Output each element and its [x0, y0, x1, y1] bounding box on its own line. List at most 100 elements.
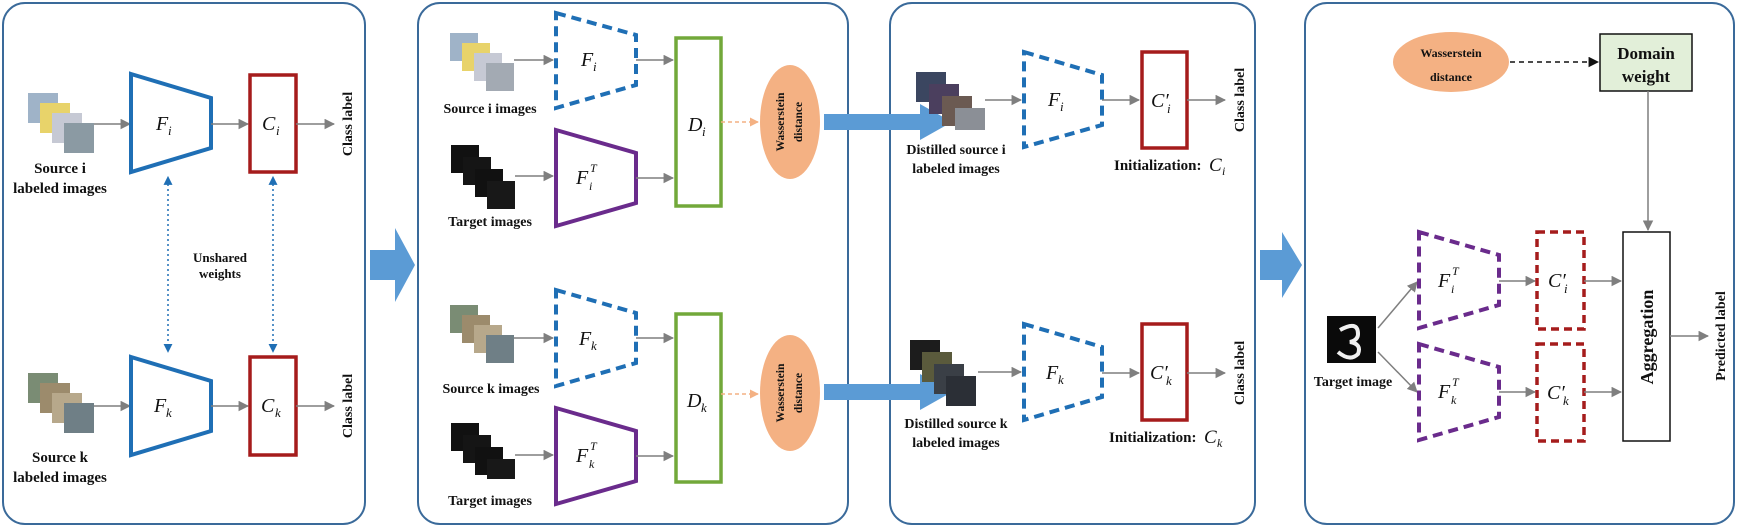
discriminator-dk — [674, 312, 723, 484]
p2-target-stack-bottom — [451, 423, 515, 479]
p2-fti-sup: T — [590, 161, 598, 175]
unshared-label-line2: weights — [199, 266, 241, 281]
p4-arrow-tgt-ftk — [1377, 351, 1418, 393]
fk-label: F — [153, 395, 167, 417]
p2-ftk-label: F — [575, 445, 589, 467]
source-i-label-line1: Source i — [34, 161, 86, 177]
ck-label: C — [261, 395, 275, 417]
p2-fti-label: F — [575, 167, 589, 189]
p4-target-image-label: Target image — [1314, 375, 1392, 390]
big-arrow-2-top — [824, 104, 952, 140]
p4-ftk-label: F — [1437, 381, 1451, 403]
p4-cpk-sub: k — [1563, 393, 1569, 408]
panel-2 — [417, 2, 849, 525]
p4-ftk-sub: k — [1451, 393, 1457, 407]
feature-extractor-fi — [129, 71, 213, 175]
p3-class-label-i: Class label — [1233, 68, 1248, 132]
ck-sub: k — [275, 405, 281, 420]
p4-wasserstein-line2: distance — [1430, 70, 1473, 84]
p3-fi-label: F — [1047, 89, 1061, 111]
p2-target-images-top: Target images — [448, 215, 532, 230]
p4-target-feature-fti — [1417, 229, 1501, 331]
p4-fti-sup: T — [1452, 264, 1460, 278]
p3-distilled-k-line2: labeled images — [912, 436, 1000, 451]
domain-weight-line1: Domain — [1617, 44, 1675, 63]
p2-fi-label: F — [580, 49, 594, 71]
p3-cpk-label: C′ — [1150, 362, 1168, 384]
fi-label: F — [155, 113, 169, 135]
panel-1 — [2, 2, 366, 525]
domain-weight-box — [1599, 33, 1693, 92]
p4-cpi-label: C′ — [1548, 270, 1566, 292]
big-arrow-3 — [1260, 232, 1302, 298]
p4-cpi-sub: i — [1564, 281, 1568, 296]
class-label-k: Class label — [341, 374, 356, 438]
p3-init-k-math: C — [1204, 427, 1217, 448]
ci-sub: i — [276, 123, 280, 138]
p3-fk-sub: k — [1058, 372, 1064, 387]
p4-ftk-sup: T — [1452, 375, 1460, 389]
p2-target-stack-top — [451, 145, 515, 209]
p3-distilled-k-line1: Distilled source k — [904, 417, 1007, 432]
domain-weight-line2: weight — [1622, 67, 1671, 86]
p3-fi-sub: i — [1060, 99, 1064, 114]
p3-feature-fi — [1022, 49, 1104, 150]
source-i-label-line2: labeled images — [13, 181, 107, 197]
dk-label: D — [686, 390, 702, 412]
p3-distilled-i-stack — [916, 72, 985, 130]
source-i-image-stack — [28, 93, 94, 153]
p3-fk-label: F — [1045, 362, 1059, 384]
p3-init-i-sub: i — [1222, 164, 1225, 178]
p3-cpk-sub: k — [1166, 373, 1172, 388]
predicted-label: Predicted label — [1714, 291, 1729, 381]
big-arrow-1 — [370, 228, 415, 302]
p4-wasserstein-ellipse — [1393, 32, 1509, 92]
digit-3-glyph — [1336, 323, 1361, 360]
p3-distilled-i-line2: labeled images — [912, 162, 1000, 177]
p4-wasserstein-line1: Wasserstein — [1420, 46, 1482, 60]
aggregation-box — [1622, 231, 1671, 442]
wasserstein-ellipse-i — [760, 65, 820, 179]
big-arrow-2-bottom — [824, 374, 952, 410]
panel-3 — [889, 2, 1256, 525]
p4-target-feature-ftk — [1417, 341, 1501, 443]
p2-feature-fi — [554, 10, 638, 111]
source-k-image-stack — [28, 373, 94, 433]
p3-init-k-sub: k — [1217, 436, 1223, 450]
wasserstein-ellipse-k — [760, 335, 820, 451]
source-k-label-line2: labeled images — [13, 470, 107, 486]
p3-cpi-sub: i — [1167, 101, 1171, 116]
dk-sub: k — [701, 400, 707, 415]
p2-source-k-stack — [450, 305, 514, 363]
p4-arrow-tgt-fti — [1377, 281, 1418, 329]
p4-fti-sub: i — [1451, 282, 1454, 296]
p2-ftk-sub: k — [589, 457, 595, 471]
class-label-i: Class label — [341, 92, 356, 156]
unshared-label-line1: Unshared — [193, 250, 248, 265]
source-k-label-line1: Source k — [32, 450, 89, 466]
p2-fk-label: F — [578, 328, 592, 350]
p2-fti-sub: i — [589, 179, 592, 193]
p2-feature-fk — [554, 287, 638, 389]
feature-extractor-fk — [129, 354, 213, 458]
p2-ftk-sup: T — [590, 439, 598, 453]
ci-label: C — [262, 113, 276, 135]
wasserstein-k-line1: Wasserstein — [775, 363, 787, 422]
p3-distilled-k-stack — [910, 340, 976, 406]
p3-init-i-math: C — [1209, 155, 1222, 176]
p3-distilled-i-line1: Distilled source i — [906, 143, 1005, 158]
p3-init-k: Initialization: — [1109, 430, 1197, 446]
wasserstein-i-line2: distance — [793, 102, 805, 142]
di-label: D — [687, 114, 703, 136]
p2-fi-sub: i — [593, 59, 597, 74]
panel-4 — [1304, 2, 1735, 525]
p2-target-images-bottom: Target images — [448, 494, 532, 509]
p2-target-feature-ftk — [554, 405, 638, 507]
p2-fk-sub: k — [591, 338, 597, 353]
fk-sub: k — [166, 405, 172, 420]
p2-source-i-stack — [450, 33, 514, 91]
di-sub: i — [702, 124, 706, 139]
p4-cpk-label: C′ — [1547, 382, 1565, 404]
p3-class-label-k: Class label — [1233, 341, 1248, 405]
